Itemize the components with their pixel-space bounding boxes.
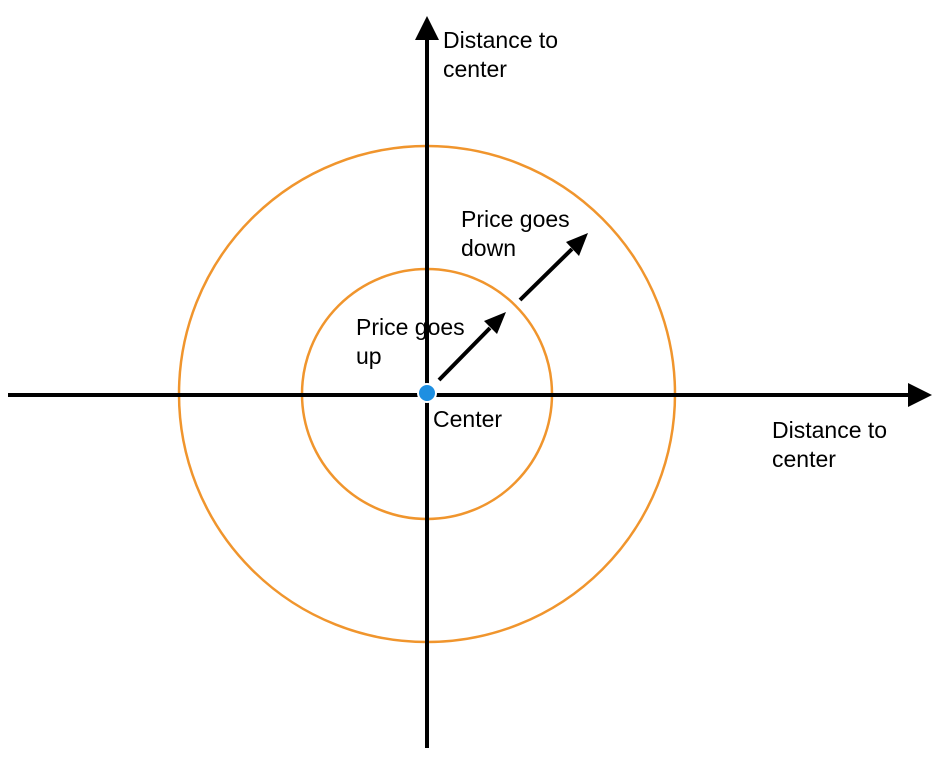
x-axis-label-line-2: center bbox=[772, 446, 836, 472]
price-up-label-line-1: Price goes bbox=[356, 314, 465, 340]
center-dot bbox=[417, 383, 437, 403]
price-down-label-line-2: down bbox=[461, 235, 516, 261]
price-down-arrow bbox=[518, 233, 588, 302]
x-axis-label: Distance to center bbox=[772, 416, 887, 474]
price-down-label: Price goes down bbox=[461, 205, 570, 263]
y-axis-label-line-2: center bbox=[443, 56, 507, 82]
x-axis-arrowhead bbox=[908, 383, 932, 407]
price-down-label-line-1: Price goes bbox=[461, 206, 570, 232]
y-axis-label: Distance to center bbox=[443, 26, 558, 84]
y-axis-label-line-1: Distance to bbox=[443, 27, 559, 53]
price-up-label: Price goes up bbox=[356, 313, 465, 371]
price-up-label-line-2: up bbox=[356, 343, 382, 369]
y-axis-arrowhead bbox=[415, 16, 439, 40]
x-axis-label-line-1: Distance to bbox=[772, 417, 888, 443]
price-up-arrow bbox=[437, 312, 506, 382]
center-label-text: Center bbox=[433, 406, 503, 432]
center-label: Center bbox=[433, 405, 502, 434]
